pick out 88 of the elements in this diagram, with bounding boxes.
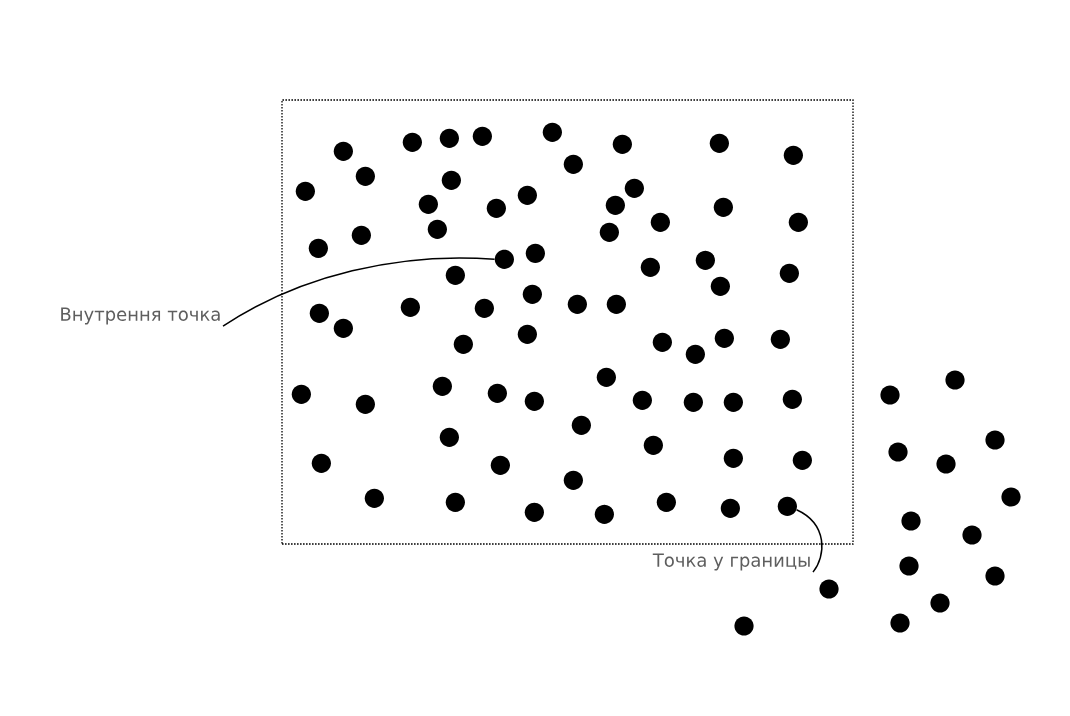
- dot: [1001, 487, 1021, 507]
- dot: [490, 455, 510, 475]
- dot: [364, 488, 384, 508]
- dot: [563, 154, 583, 174]
- dot: [783, 145, 803, 165]
- dot: [819, 579, 839, 599]
- dot: [640, 257, 660, 277]
- dot: [486, 198, 506, 218]
- dotted-frame: [281, 99, 854, 545]
- dot: [494, 249, 514, 269]
- dot: [945, 370, 965, 390]
- dot: [439, 427, 459, 447]
- dot: [525, 243, 545, 263]
- label-text: Внутрення точка: [61, 307, 220, 325]
- dot: [311, 453, 331, 473]
- dot: [612, 134, 632, 154]
- dot: [720, 498, 740, 518]
- dot: [524, 391, 544, 411]
- dot: [295, 181, 315, 201]
- dot: [936, 454, 956, 474]
- dot: [888, 442, 908, 462]
- dot: [930, 593, 950, 613]
- dot: [695, 250, 715, 270]
- dot: [652, 332, 672, 352]
- dot: [605, 195, 625, 215]
- dot: [599, 222, 619, 242]
- dot: [685, 344, 705, 364]
- dot: [643, 435, 663, 455]
- dot: [770, 329, 790, 349]
- leader-line: [222, 257, 496, 327]
- dot: [355, 394, 375, 414]
- dot: [596, 367, 616, 387]
- dot: [402, 132, 422, 152]
- dot: [777, 496, 797, 516]
- dot: [542, 122, 562, 142]
- dot: [517, 185, 537, 205]
- leader-line: [795, 508, 823, 573]
- dot: [439, 128, 459, 148]
- dot: [567, 294, 587, 314]
- dot: [782, 389, 802, 409]
- dot: [713, 197, 733, 217]
- dot: [333, 141, 353, 161]
- dot: [400, 297, 420, 317]
- dot: [683, 392, 703, 412]
- dot: [714, 328, 734, 348]
- dot: [472, 126, 492, 146]
- dot: [890, 613, 910, 633]
- dot: [710, 276, 730, 296]
- dot: [734, 616, 754, 636]
- dot: [474, 298, 494, 318]
- dot: [656, 492, 676, 512]
- dot: [563, 470, 583, 490]
- dot: [788, 212, 808, 232]
- dot: [291, 384, 311, 404]
- dot: [723, 448, 743, 468]
- dot: [985, 566, 1005, 586]
- dot: [351, 225, 371, 245]
- dot: [571, 415, 591, 435]
- dot: [441, 170, 461, 190]
- dot: [418, 194, 438, 214]
- dot: [308, 238, 328, 258]
- dot: [487, 383, 507, 403]
- dot: [517, 324, 537, 344]
- dot: [792, 450, 812, 470]
- dot: [901, 511, 921, 531]
- dot: [606, 294, 626, 314]
- label-text: Точка у границы: [652, 553, 810, 571]
- dot: [445, 492, 465, 512]
- dot: [309, 303, 329, 323]
- dot: [880, 385, 900, 405]
- dot: [723, 392, 743, 412]
- dot: [594, 504, 614, 524]
- dot: [709, 133, 729, 153]
- dot: [445, 265, 465, 285]
- dot: [524, 502, 544, 522]
- dot: [985, 430, 1005, 450]
- dot: [432, 376, 452, 396]
- dot: [522, 284, 542, 304]
- dot: [899, 556, 919, 576]
- dot: [632, 390, 652, 410]
- dot: [779, 263, 799, 283]
- dot: [427, 219, 447, 239]
- dot: [624, 178, 644, 198]
- dot: [333, 318, 353, 338]
- dot: [962, 525, 982, 545]
- dot: [355, 166, 375, 186]
- dot: [453, 334, 473, 354]
- dot: [650, 212, 670, 232]
